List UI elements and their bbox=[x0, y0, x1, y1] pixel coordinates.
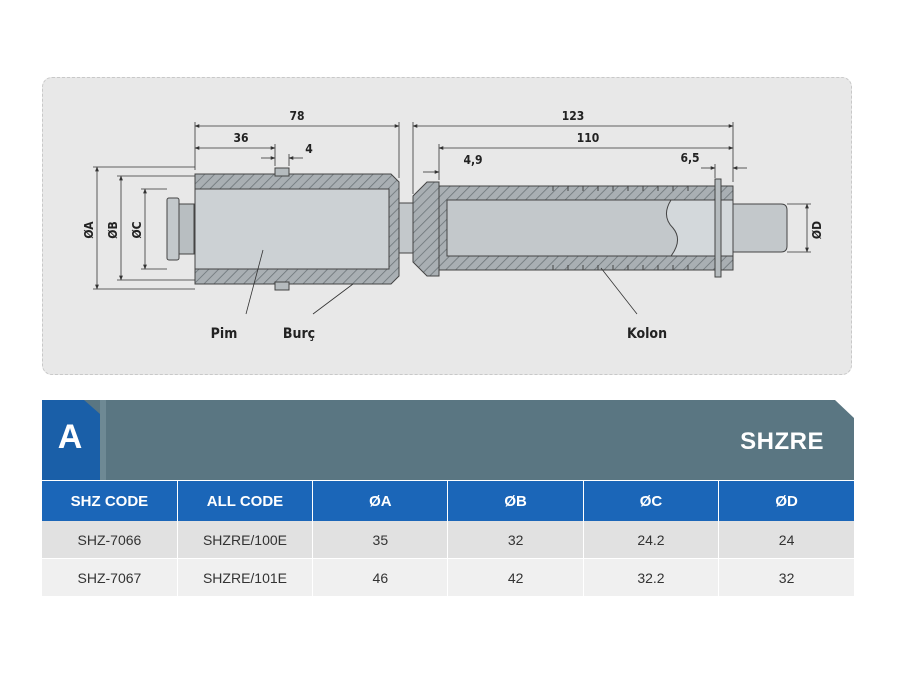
technical-drawing: 78 36 4 123 110 4,9 6,5 ØA ØB ØC ØD Pim … bbox=[82, 109, 824, 342]
cell-diameter-a: 35 bbox=[312, 521, 448, 559]
section-banner: A SHZRE bbox=[42, 400, 854, 480]
pim-burc-assembly bbox=[166, 167, 414, 291]
banner-background bbox=[42, 400, 854, 480]
cell-all-code: SHZRE/100E bbox=[176, 521, 313, 559]
dim-6-5: 6,5 bbox=[680, 151, 699, 165]
cell-all-code: SHZRE/101E bbox=[176, 558, 313, 596]
kolon-grooves bbox=[552, 186, 689, 270]
header-all-code: ALL CODE bbox=[176, 481, 313, 521]
kolon-collar bbox=[412, 181, 440, 277]
burc-groove-bottom bbox=[274, 281, 290, 291]
dim-36: 36 bbox=[233, 131, 248, 145]
part-label-burc: Burç bbox=[283, 326, 315, 342]
cell-diameter-d: 24 bbox=[718, 521, 854, 559]
cell-diameter-a: 46 bbox=[312, 558, 448, 596]
cell-diameter-c: 32.2 bbox=[582, 558, 719, 596]
cell-shz-code: SHZ-7067 bbox=[42, 558, 178, 596]
technical-drawing-panel: 78 36 4 123 110 4,9 6,5 ØA ØB ØC ØD Pim … bbox=[42, 77, 852, 375]
dim-110: 110 bbox=[577, 131, 600, 145]
cell-diameter-d: 32 bbox=[718, 558, 854, 596]
kolon-end-shaft bbox=[732, 203, 788, 253]
burc-groove bbox=[274, 167, 290, 177]
spec-table: SHZ CODE ALL CODE ØA ØB ØC ØD SHZ-7066 S… bbox=[42, 481, 854, 596]
dim-123: 123 bbox=[562, 109, 585, 123]
pim-collar bbox=[178, 203, 195, 255]
table-header-row: SHZ CODE ALL CODE ØA ØB ØC ØD bbox=[42, 481, 854, 521]
dim-4-9: 4,9 bbox=[463, 153, 482, 167]
pim-shaft bbox=[194, 188, 390, 270]
kolon-assembly bbox=[412, 178, 788, 278]
cell-diameter-c: 24.2 bbox=[582, 521, 719, 559]
banner-stripe bbox=[100, 400, 106, 480]
header-diameter-d: ØD bbox=[718, 481, 854, 521]
header-shz-code: SHZ CODE bbox=[42, 481, 178, 521]
dim-78: 78 bbox=[289, 109, 304, 123]
dimension-lines bbox=[93, 122, 811, 315]
pim-neck bbox=[398, 202, 414, 254]
part-label-pim: Pim bbox=[211, 326, 238, 342]
cell-diameter-b: 42 bbox=[447, 558, 584, 596]
section-letter-box bbox=[42, 400, 100, 480]
section-letter: A bbox=[57, 418, 83, 456]
dim-diameter-c: ØC bbox=[130, 221, 144, 238]
dim-4: 4 bbox=[305, 142, 313, 156]
kolon-inner-shaft bbox=[446, 199, 678, 257]
kolon-retaining-ring bbox=[714, 178, 722, 278]
cell-shz-code: SHZ-7066 bbox=[42, 521, 178, 559]
table-row: SHZ-7066 SHZRE/100E 35 32 24.2 24 bbox=[42, 521, 854, 559]
dim-diameter-b: ØB bbox=[106, 221, 120, 238]
pim-head bbox=[166, 197, 180, 261]
header-diameter-a: ØA bbox=[312, 481, 448, 521]
header-diameter-c: ØC bbox=[582, 481, 719, 521]
cell-diameter-b: 32 bbox=[447, 521, 584, 559]
part-label-kolon: Kolon bbox=[627, 326, 667, 342]
header-diameter-b: ØB bbox=[447, 481, 584, 521]
section-title: SHZRE bbox=[740, 428, 824, 455]
dim-diameter-d: ØD bbox=[810, 221, 824, 239]
dim-diameter-a: ØA bbox=[82, 221, 96, 239]
table-row: SHZ-7067 SHZRE/101E 46 42 32.2 32 bbox=[42, 558, 854, 596]
